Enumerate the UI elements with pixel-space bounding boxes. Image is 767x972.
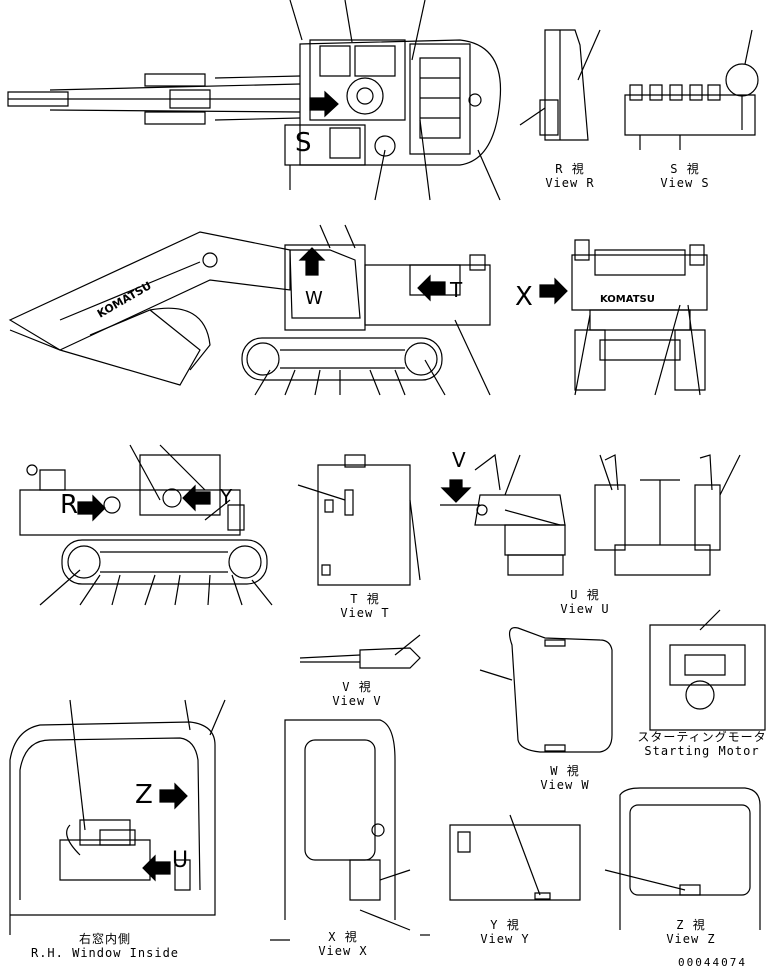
view-w-en: View W [540, 778, 590, 792]
view-z-drawing [605, 788, 760, 930]
view-z-en: View Z [666, 932, 716, 946]
starting-motor-en: Starting Motor [644, 744, 760, 758]
window-inside-jp: 右窓内側 [78, 932, 131, 946]
view-w-drawing [480, 628, 612, 752]
view-r-label: R 視 View R [535, 162, 605, 190]
view-z-label: Z 視 View Z [656, 918, 726, 946]
view-t-jp: T 視 [350, 592, 380, 606]
rear-view: KOMATSU [540, 240, 707, 395]
view-r-en: View R [545, 176, 595, 190]
marker-v: V [452, 448, 466, 472]
view-w-label: W 視 View W [530, 764, 600, 792]
cab-window-inside [10, 700, 225, 935]
starting-motor-label: スターティングモータ Starting Motor [637, 730, 767, 758]
side-view-excavator: KOMATSU [10, 225, 490, 395]
view-v-en: View V [332, 694, 382, 708]
view-s-label: S 視 View S [650, 162, 720, 190]
marker-r: R [60, 490, 79, 520]
view-y-jp: Y 視 [490, 918, 520, 932]
svg-text:KOMATSU: KOMATSU [95, 279, 154, 320]
view-u-drawing [440, 455, 740, 575]
view-v-drawing [300, 635, 420, 668]
marker-t: T [450, 278, 463, 302]
view-y-label: Y 視 View Y [470, 918, 540, 946]
view-s-drawing [625, 30, 758, 150]
window-inside-en: R.H. Window Inside [30, 946, 180, 960]
view-t-drawing [298, 455, 420, 585]
view-x-en: View X [318, 944, 368, 958]
view-u-label: U 視 View U [550, 588, 620, 616]
view-y-en: View Y [480, 932, 530, 946]
view-y-drawing [450, 815, 580, 900]
starting-motor-jp: スターティングモータ [637, 730, 767, 744]
view-r-drawing [520, 30, 600, 140]
view-t-en: View T [340, 606, 390, 620]
window-inside-label: 右窓内側 R.H. Window Inside [15, 932, 195, 960]
view-t-label: T 視 View T [330, 592, 400, 620]
view-w-jp: W 視 [550, 764, 580, 778]
marker-u: U [172, 848, 189, 873]
marker-z: Z [135, 780, 153, 810]
view-x-drawing [270, 720, 430, 940]
view-s-en: View S [660, 176, 710, 190]
starting-motor-drawing [650, 610, 765, 730]
drawing-code: 00044074 [678, 956, 747, 969]
view-z-jp: Z 視 [676, 918, 706, 932]
svg-text:KOMATSU: KOMATSU [600, 294, 655, 305]
marker-x: X [515, 282, 533, 312]
view-x-label: X 視 View X [308, 930, 378, 958]
view-r-jp: R 視 [555, 162, 585, 176]
view-v-label: V 視 View V [322, 680, 392, 708]
marker-s: S [295, 128, 312, 158]
top-plan-view [8, 0, 501, 200]
marker-w: W [305, 288, 323, 309]
view-v-jp: V 視 [342, 680, 372, 694]
view-u-en: View U [560, 602, 610, 616]
view-x-jp: X 視 [328, 930, 358, 944]
left-side-view [20, 445, 272, 605]
view-u-jp: U 視 [570, 588, 600, 602]
view-s-jp: S 視 [670, 162, 700, 176]
marker-y: Y [220, 485, 233, 509]
